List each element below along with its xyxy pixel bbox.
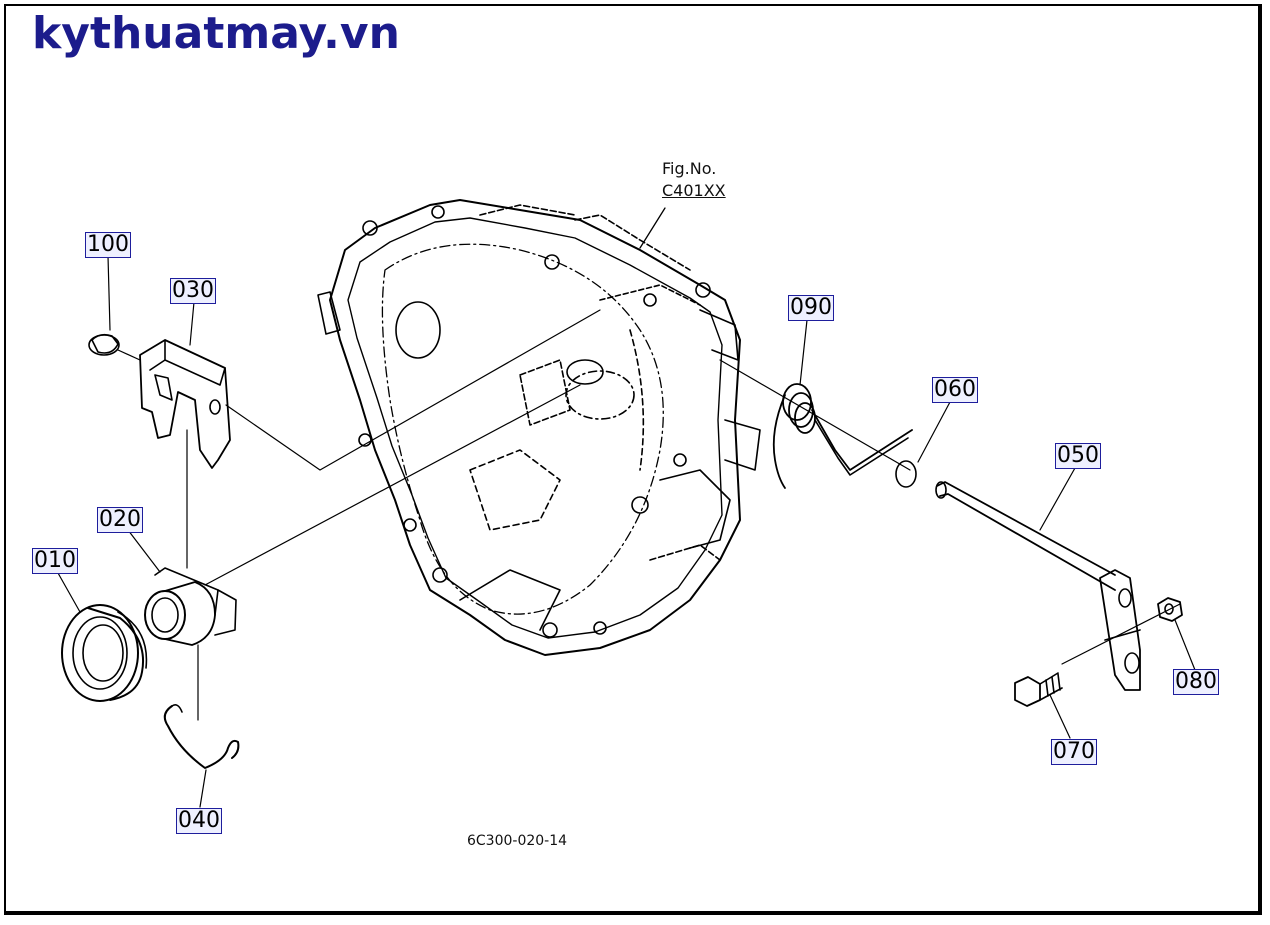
part-070-bolt	[1014, 672, 1063, 707]
fig-leader	[639, 207, 666, 249]
part-090-torsion-spring	[772, 383, 913, 489]
callout-040[interactable]: 040	[176, 808, 222, 834]
callout-050[interactable]: 050	[1055, 443, 1101, 469]
site-watermark: kythuatmay.vn	[32, 8, 400, 59]
callout-100[interactable]: 100	[85, 232, 131, 258]
part-010-release-bearing	[61, 604, 148, 702]
callout-070[interactable]: 070	[1051, 739, 1097, 765]
callout-020[interactable]: 020	[97, 507, 143, 533]
part-030-fork-bracket	[139, 339, 231, 469]
callout-090[interactable]: 090	[788, 295, 834, 321]
clutch-housing	[317, 199, 761, 656]
drawing-code: 6C300-020-14	[467, 833, 568, 849]
figure-caption: Fig.No. C401XX	[662, 158, 726, 202]
part-040-spring	[163, 704, 240, 769]
part-050-shaft	[935, 481, 1141, 691]
callout-030[interactable]: 030	[170, 278, 216, 304]
callout-080[interactable]: 080	[1173, 669, 1219, 695]
figure-label: Fig.No.	[662, 159, 717, 178]
leader-lines	[57, 255, 1196, 808]
figure-code: C401XX	[662, 181, 726, 200]
assembly-lines	[117, 309, 1181, 721]
part-100-clip	[88, 333, 120, 356]
part-080-nut	[1157, 597, 1183, 622]
diagram-frame	[4, 4, 1262, 915]
callout-010[interactable]: 010	[32, 548, 78, 574]
part-060-o-ring	[895, 460, 917, 488]
callout-060[interactable]: 060	[932, 377, 978, 403]
part-020-release-hub	[144, 567, 237, 646]
